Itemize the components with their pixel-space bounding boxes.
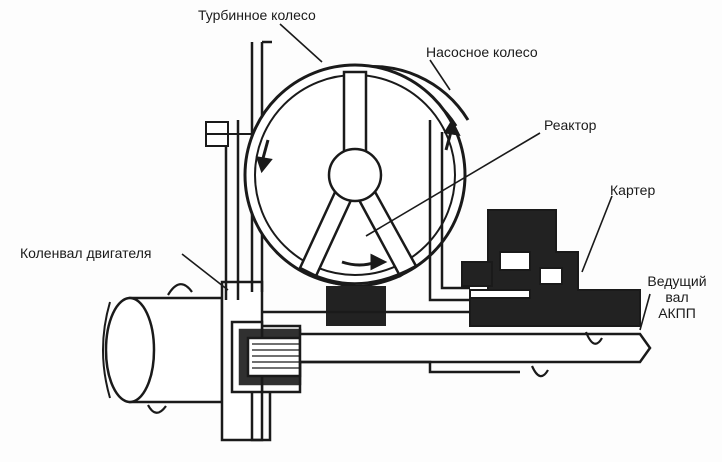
- leader-lines: [181, 23, 651, 331]
- case-detail: [469, 251, 563, 299]
- reactor-label: Реактор: [544, 117, 597, 133]
- crankshaft-label: Коленвал двигателя: [20, 245, 151, 261]
- reactor-support: [326, 286, 386, 326]
- pump-label: Насосное колесо: [426, 44, 538, 60]
- output-shaft-label-line3: АКПП: [658, 305, 696, 321]
- output-shaft-label-line1: Ведущий: [647, 273, 706, 289]
- flywheel-flange: [220, 280, 302, 442]
- flow-arrows: [255, 118, 461, 271]
- output-shaft-label-line2: вал: [665, 289, 688, 305]
- output-shaft: [262, 310, 652, 394]
- crankshaft: [102, 283, 224, 414]
- turbine-label: Турбинное колесо: [198, 7, 316, 23]
- reactor-segment: [299, 264, 417, 288]
- case-label: Картер: [610, 182, 655, 198]
- output-rotation-arrows: [530, 331, 603, 378]
- bolt-icon: [205, 121, 252, 147]
- torus-spokes: [298, 70, 418, 278]
